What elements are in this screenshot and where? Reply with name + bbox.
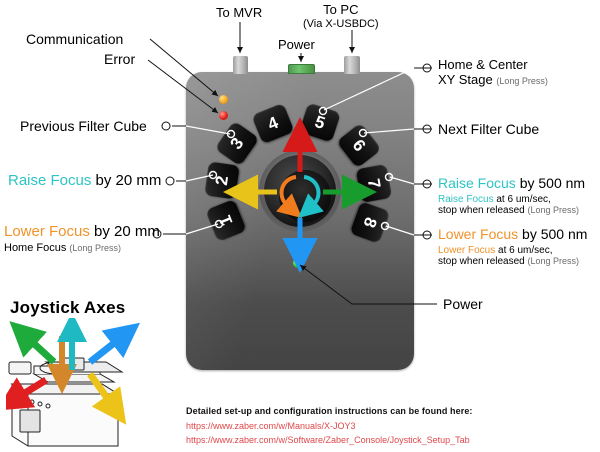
joystick-axes-illustration [6,318,141,447]
lower-focus-500nm-sub2: stop when released [438,256,525,268]
lower-focus-500nm-sub-action: Lower Focus [438,245,496,256]
lower-focus-500nm-label: Lower Focus by 500 nm [438,226,588,243]
footer: Detailed set-up and configuration instru… [186,406,473,445]
communication-label: Communication [26,31,124,47]
raise-focus-500nm-sub2: stop when released [438,205,525,217]
power-led-label: Power [443,296,483,312]
lower-focus-500nm-sub-rest: at 6 um/sec, [495,245,553,256]
raise-focus-500nm-label: Raise Focus by 500 nm [438,175,586,192]
raise-focus-500nm-action: Raise Focus [438,175,516,191]
home-focus-label: Home Focus (Long Press) [4,242,121,254]
power-connector [288,64,315,74]
lower-focus-500nm-press-note: (Long Press) [527,256,580,267]
raise-focus-20mm-rest: by 20 mm [91,172,162,189]
raise-focus-20mm-action: Raise Focus [8,172,92,189]
raise-focus-20mm-label: Raise Focus by 20 mm [8,172,162,190]
mvr-connector [233,56,248,74]
lower-focus-20mm-label: Lower Focus by 20 mm [4,223,160,241]
raise-focus-500nm-rest: by 500 nm [515,175,586,191]
raise-focus-500nm-sub-action: Raise Focus [438,194,494,205]
home-focus-text: Home Focus [4,242,67,254]
footer-url-manuals[interactable]: https://www.zaber.com/w/Manuals/X-JOY3 [186,421,356,431]
lower-focus-20mm-action: Lower Focus [4,223,90,240]
previous-filter-cube-label: Previous Filter Cube [20,118,147,134]
to-pc-line2: (Via X-USBDC) [303,17,379,30]
home-center-line2: XY Stage [438,71,493,87]
home-center-press-note: (Long Press) [496,75,548,86]
lower-focus-500nm-rest: by 500 nm [518,226,588,242]
to-pc-line1: To PC [323,2,359,17]
footer-url-console[interactable]: https://www.zaber.com/w/Software/Zaber_C… [186,435,470,445]
error-led [219,111,228,120]
home-focus-press-note: (Long Press) [69,243,121,253]
lower-focus-500nm-note: Lower Focus at 6 um/sec, stop when relea… [438,245,579,267]
raise-focus-500nm-press-note: (Long Press) [527,205,580,216]
communication-led [219,95,228,104]
error-label: Error [104,51,136,67]
footer-heading: Detailed set-up and configuration instru… [186,406,473,416]
power-connector-label: Power [278,37,315,52]
joystick-axes-title: Joystick Axes [10,298,126,317]
to-pc-label: To PC(Via X-USBDC) [303,2,379,30]
to-mvr-label: To MVR [216,5,263,20]
next-filter-cube-label: Next Filter Cube [438,121,540,137]
home-center-line1: Home & Center [438,57,528,72]
raise-focus-500nm-note: Raise Focus at 6 um/sec, stop when relea… [438,194,579,216]
lower-focus-20mm-rest: by 20 mm [89,223,160,240]
raise-focus-500nm-sub-rest: at 6 um/sec, [493,194,551,205]
lower-focus-500nm-action: Lower Focus [438,226,519,242]
